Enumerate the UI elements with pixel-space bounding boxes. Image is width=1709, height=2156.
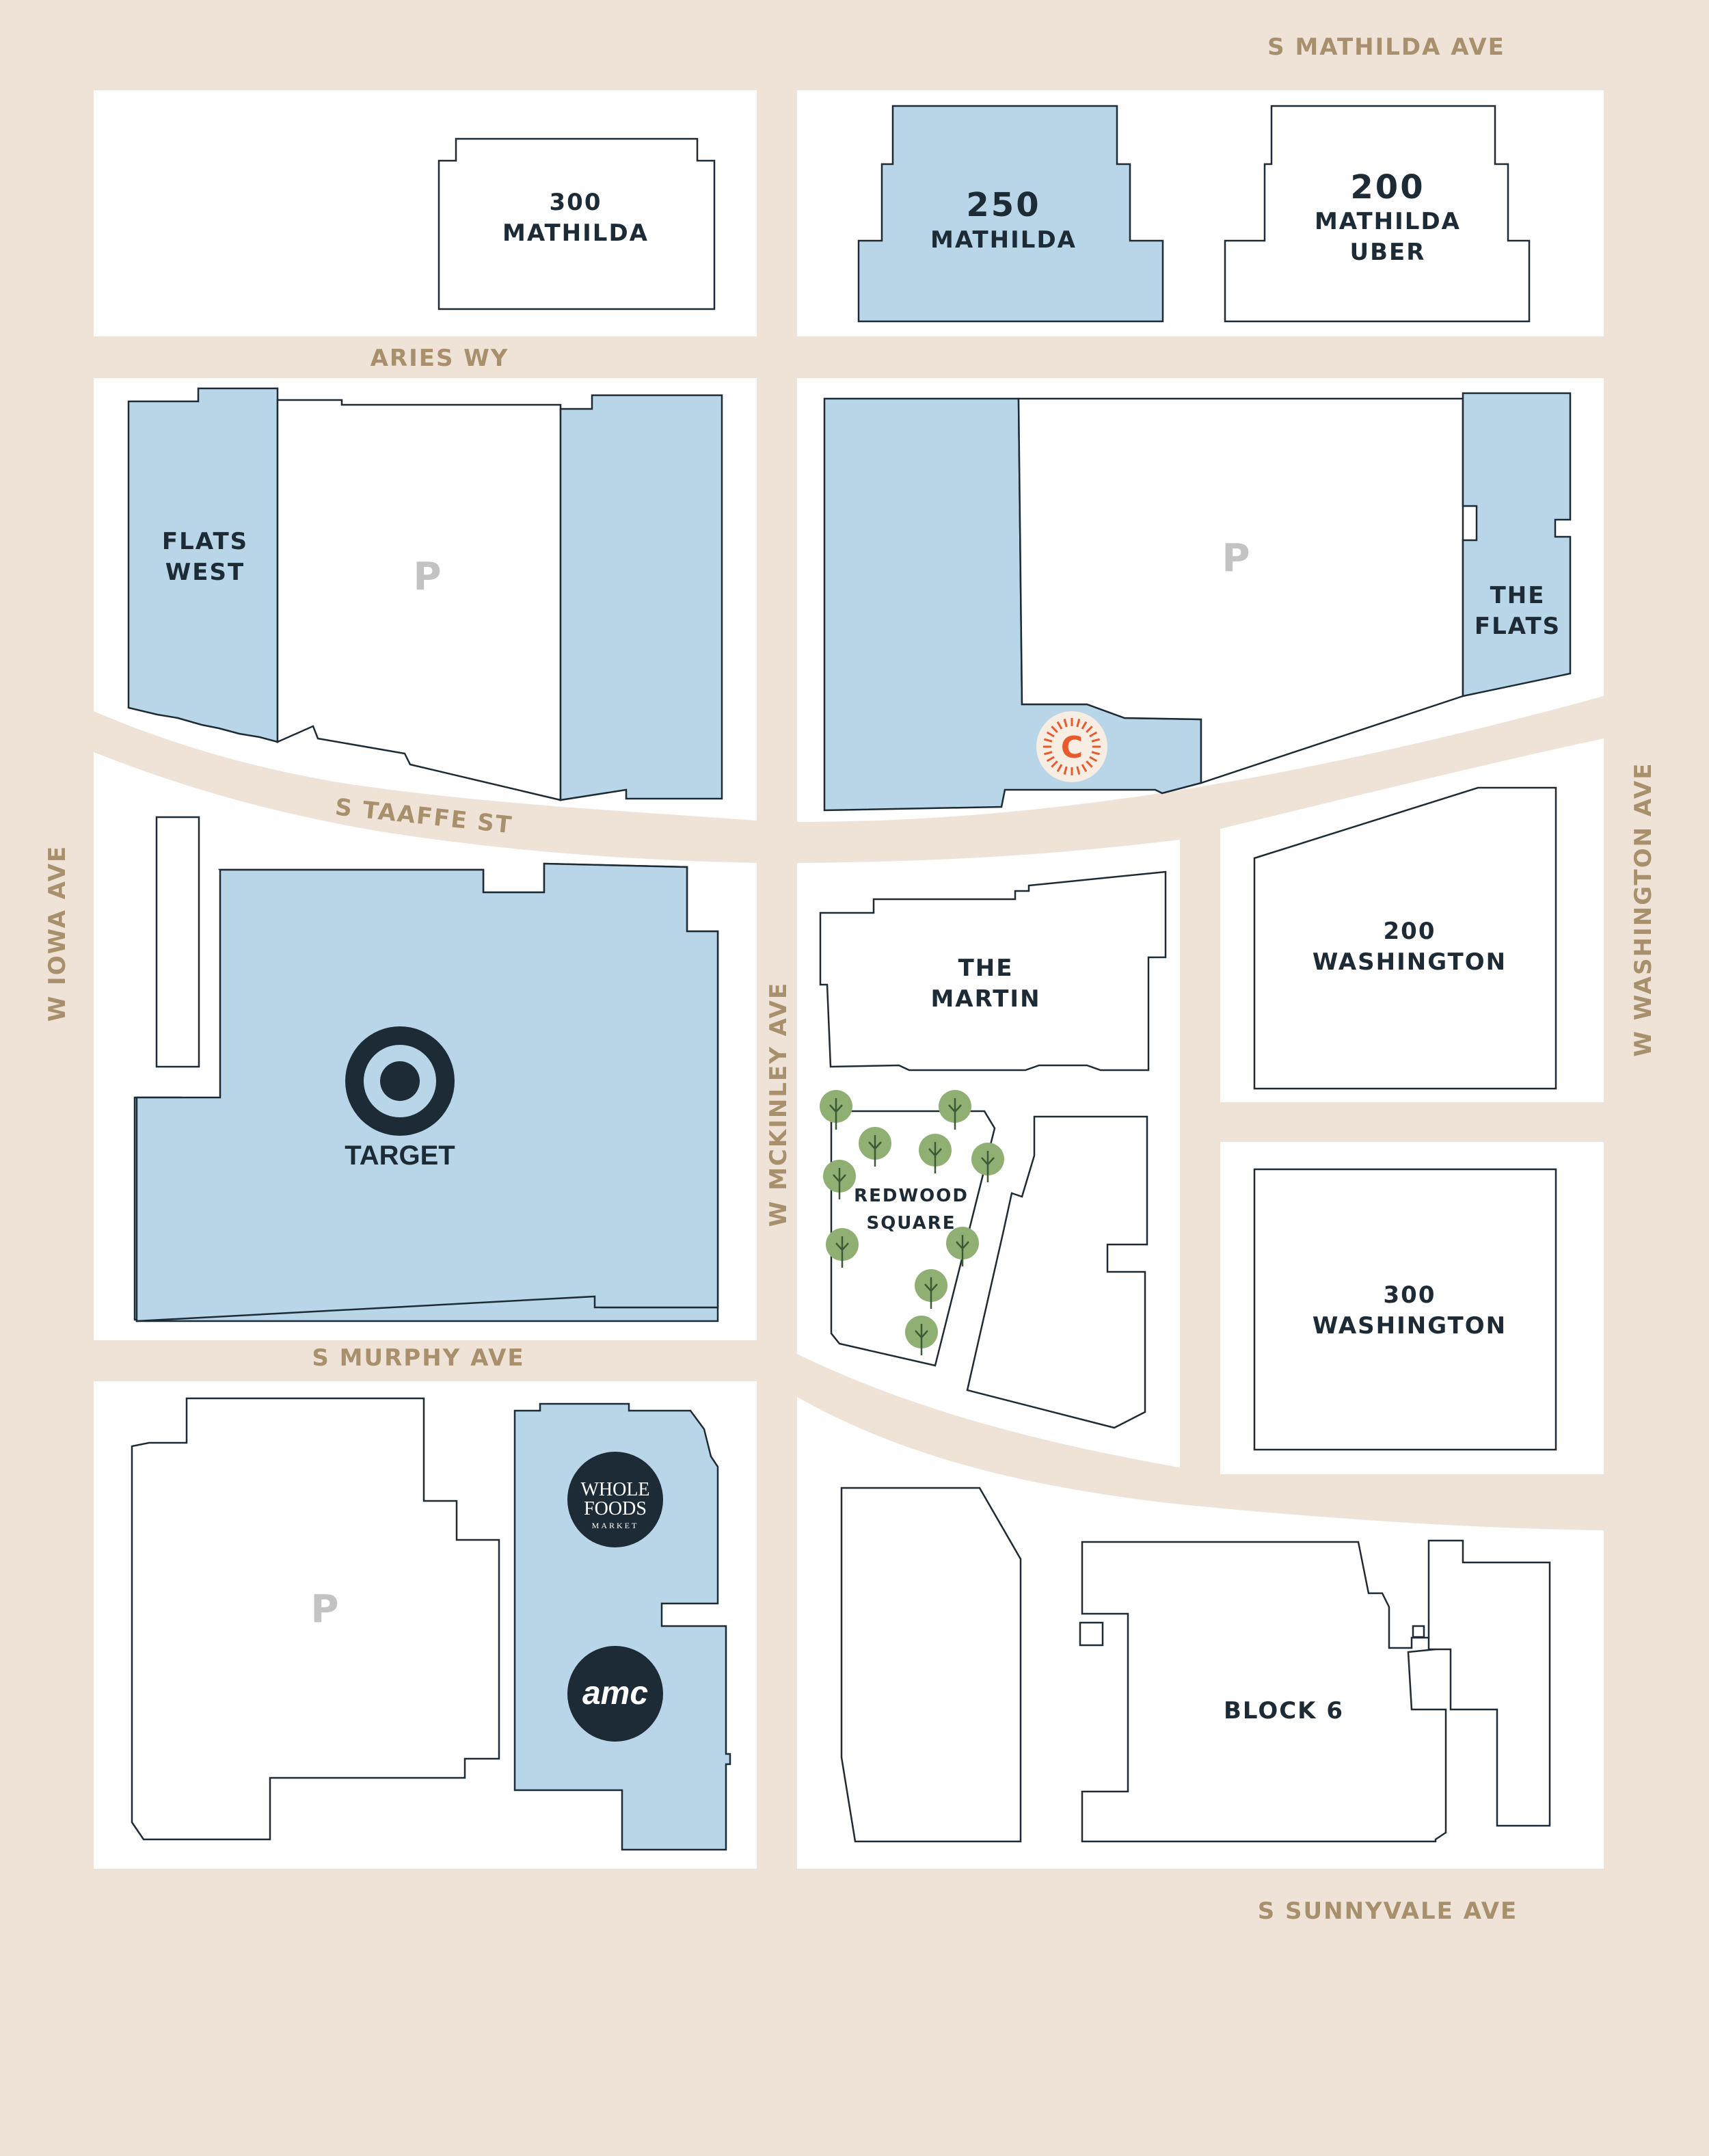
parking-label-whole-foods: P [310,1587,338,1632]
marker-ray [1063,719,1068,728]
whole-foods-line1: WHOLE [580,1479,649,1500]
label-redwood-square-1: REDWOOD [854,1186,969,1206]
label-200-mathilda-number: 200 [1350,168,1425,207]
street-s-murphy-ave: S MURPHY AVE [312,1344,524,1372]
label-the-martin-1: THE [958,955,1014,982]
marker-ray [1046,731,1055,738]
tree-icon [939,1090,971,1130]
building-250-mathilda[interactable] [857,105,1164,323]
label-200-washington-name: WASHINGTON [1313,948,1507,976]
marker-ray [1044,738,1053,743]
label-200-mathilda-name: MATHILDA [1315,208,1461,235]
building-redwood-east[interactable] [966,1115,1148,1429]
marker-ray [1051,760,1058,768]
label-flats-west-1: FLATS [162,528,248,555]
whole-foods-line2: FOODS [584,1498,647,1519]
label-the-flats-2: FLATS [1475,613,1561,640]
building-whole-foods-amc[interactable] [513,1402,731,1851]
tree-icon [946,1227,979,1266]
parking-label-flats-west: P [413,555,441,599]
tree-icon [971,1143,1004,1182]
marker-ray [1086,760,1093,768]
marker-ray [1046,756,1055,762]
marker-ray [1076,766,1081,775]
tree-icon [919,1134,952,1173]
label-block-6: BLOCK 6 [1224,1697,1344,1725]
redwood-square[interactable] [830,1110,996,1367]
label-300-washington-name: WASHINGTON [1313,1312,1507,1340]
whole-foods-logo[interactable]: WHOLE FOODS MARKET [567,1452,663,1547]
marker-ray [1051,726,1058,733]
building-the-flats[interactable] [1462,392,1572,697]
building-small-strip[interactable] [155,816,200,1068]
label-300-washington-number: 300 [1384,1281,1436,1309]
label-redwood-square-2: SQUARE [866,1213,956,1234]
marker-ray [1056,764,1063,773]
sun-rays-icon [1043,718,1101,775]
building-block-6-east[interactable] [1427,1539,1551,1827]
marker-letter: C [1061,730,1083,765]
marker-ray [1091,751,1100,756]
tree-icon [905,1316,938,1355]
street-w-mckinley-ave: W MCKINLEY AVE [765,982,792,1227]
building-300-washington[interactable] [1253,1168,1557,1451]
parking-whole-foods[interactable] [131,1397,500,1841]
tree-icon [823,1160,856,1199]
marker-ray [1086,726,1093,733]
label-250-mathilda-number: 250 [966,186,1040,224]
redwood-square-trees [820,1090,1004,1355]
street-w-iowa-ave: W IOWA AVE [44,845,71,1022]
label-the-flats-1: THE [1490,582,1546,609]
street-w-washington-ave: W WASHINGTON AVE [1630,762,1657,1057]
label-the-martin-2: MARTIN [930,985,1040,1013]
marker-ray [1044,751,1053,756]
target-logo[interactable]: TARGET [345,1026,455,1171]
target-label: TARGET [345,1141,455,1171]
marker-ray [1081,764,1088,773]
amc-label: amc [582,1675,648,1712]
building-flats-west-east[interactable] [559,394,723,801]
building-flats-west[interactable] [127,387,279,743]
marker-ray [1063,766,1068,775]
marker-ray [1056,721,1063,730]
tree-icon [826,1228,859,1268]
amc-logo[interactable]: amc [567,1646,663,1742]
marker-ray [1091,738,1100,743]
building-block-6-kiosk[interactable] [1079,1621,1104,1647]
label-200-washington-number: 200 [1384,918,1436,945]
street-s-mathilda-ave: S MATHILDA AVE [1267,34,1505,61]
street-s-sunnyvale-ave: S SUNNYVALE AVE [1258,1898,1518,1925]
tree-icon [820,1090,852,1130]
street-aries-wy: ARIES WY [371,345,509,372]
label-200-mathilda-tenant: UBER [1350,239,1426,266]
whole-foods-icon [567,1452,663,1547]
building-200-mathilda[interactable] [1224,105,1531,323]
target-center [380,1061,420,1101]
whole-foods-line3: MARKET [592,1521,639,1530]
parking-label-the-flats: P [1222,536,1250,581]
marker-ray [1076,719,1081,728]
building-block-6-west[interactable] [840,1487,1022,1843]
marker-ray [1089,756,1098,762]
building-200-washington[interactable] [1253,786,1557,1090]
tree-icon [859,1127,891,1167]
building-the-martin[interactable] [819,870,1167,1072]
label-300-mathilda-number: 300 [550,189,602,216]
amc-icon [567,1646,663,1742]
building-300-mathilda[interactable] [438,137,716,310]
building-block-6-small[interactable] [1412,1625,1425,1638]
label-flats-west-2: WEST [165,559,245,586]
marker-ray [1089,731,1098,738]
marker-ray [1081,721,1088,730]
label-250-mathilda-name: MATHILDA [930,226,1077,254]
location-marker[interactable]: C [1036,711,1107,782]
building-block-6[interactable] [1081,1541,1447,1843]
parking-flats-west[interactable] [276,399,562,801]
tree-icon [915,1269,947,1309]
label-300-mathilda-name: MATHILDA [502,219,649,247]
